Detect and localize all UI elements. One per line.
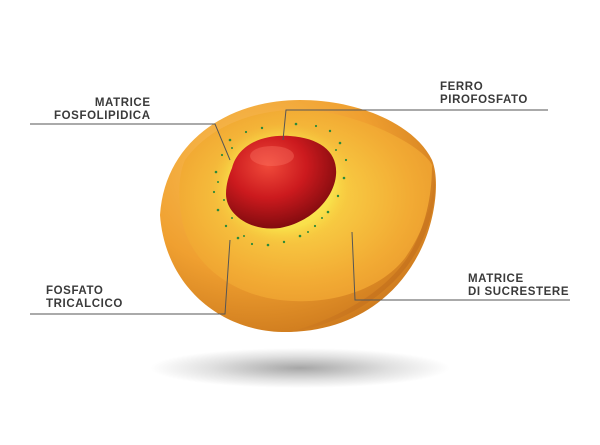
leader-line-matrice-fosfolipidica: [30, 123, 231, 161]
label-fosfato-tricalcico: FOSFATO TRICALCICO: [46, 285, 123, 311]
core-highlight: [250, 146, 294, 166]
label-ferro-pirofosfato-line2: PIROFOSFATO: [440, 94, 528, 106]
label-matrice-fosfolipidica-line1: MATRICE: [94, 97, 151, 109]
label-fosfato-tricalcico-line2: TRICALCICO: [46, 298, 123, 310]
label-matrice-sucrestere-line1: MATRICE: [468, 273, 524, 285]
leader-lines: [30, 109, 570, 315]
drop-shadow: [150, 348, 450, 388]
label-matrice-fosfolipidica-line2: FOSFOLIPIDICA: [54, 110, 151, 122]
label-ferro-pirofosfato: FERRO PIROFOSFATO: [440, 81, 528, 107]
leader-line-fosfato-tricalcico: [30, 239, 231, 315]
label-matrice-fosfolipidica: MATRICE FOSFOLIPIDICA: [54, 97, 151, 123]
label-matrice-sucrestere-line2: DI SUCRESTERE: [468, 286, 570, 298]
iron-core: [226, 135, 337, 229]
tricalcium-dots: [212, 122, 348, 247]
label-ferro-pirofosfato-line1: FERRO: [440, 81, 484, 93]
label-matrice-sucrestere: MATRICE DI SUCRESTERE: [468, 273, 569, 299]
leader-line-matrice-sucrestere: [351, 231, 570, 301]
leader-line-ferro-pirofosfato: [282, 109, 548, 141]
label-fosfato-tricalcico-line1: FOSFATO: [46, 285, 104, 297]
